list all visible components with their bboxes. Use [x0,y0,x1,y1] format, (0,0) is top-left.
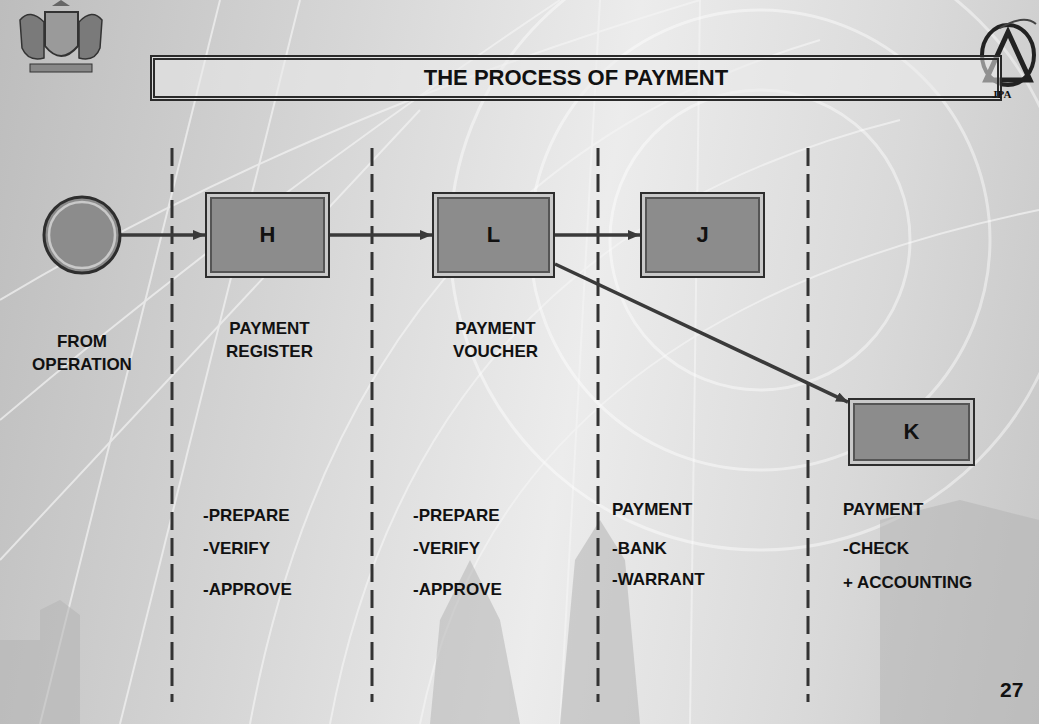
step-label: -APPROVE [203,580,292,600]
box-caption: PAYMENT REGISTER [205,318,335,364]
step-label: -VERIFY [203,539,270,559]
dashed-divider [597,148,600,702]
step-label: -CHECK [843,539,909,559]
arch-line [120,0,300,724]
step-label: -WARRANT [612,570,705,590]
arch-line [0,110,420,560]
logo-swoosh [1000,20,1036,28]
step-label: PAYMENT [843,500,923,520]
arch-line [250,40,820,724]
circle-outline [42,195,122,275]
column-dividers [172,148,808,702]
city-silhouette [0,500,1039,724]
process-box: HPAYMENT REGISTER [205,192,330,278]
step-label: -PREPARE [203,506,290,526]
flow-arrow [555,233,640,237]
arch-line [690,0,700,724]
arch-line [330,120,900,724]
process-box: J [640,192,765,278]
slide-title: THE PROCESS OF PAYMENT [424,65,728,91]
shield [45,12,78,56]
building [0,600,80,724]
flow-arrow [555,264,848,402]
arch-line [0,0,700,300]
box-caption: FROM OPERATION [16,331,148,377]
dashed-divider [807,148,810,702]
circle-fill [44,197,120,273]
logo-text: JPA [992,88,1011,100]
process-box: LPAYMENT VOUCHER [432,192,555,278]
step-label: PAYMENT [612,500,692,520]
circle-bevel [49,202,115,268]
step-label: -APPROVE [413,580,502,600]
flow-arrow [120,233,205,237]
title-frame: THE PROCESS OF PAYMENT [150,55,1002,101]
box-letter: L [434,194,553,276]
tiger [20,14,44,58]
building [880,500,1039,724]
box-letter: H [207,194,328,276]
start-circle: FROM OPERATION [42,195,122,275]
box-letter: K [850,400,973,464]
dome-arc [610,90,910,390]
flow-arrow [330,233,432,237]
step-label: -VERIFY [413,539,480,559]
tiger [79,14,102,58]
step-label: -BANK [612,539,667,559]
box-caption: PAYMENT VOUCHER [431,318,561,364]
crest [52,0,70,6]
dashed-divider [371,148,374,702]
coat-of-arms [20,0,102,72]
dashed-divider [171,148,174,702]
process-box: K [848,398,975,466]
motto-scroll [30,64,92,72]
step-label: -PREPARE [413,506,500,526]
step-label: + ACCOUNTING [843,573,972,593]
page-number: 27 [1000,678,1023,702]
box-letter: J [642,194,763,276]
